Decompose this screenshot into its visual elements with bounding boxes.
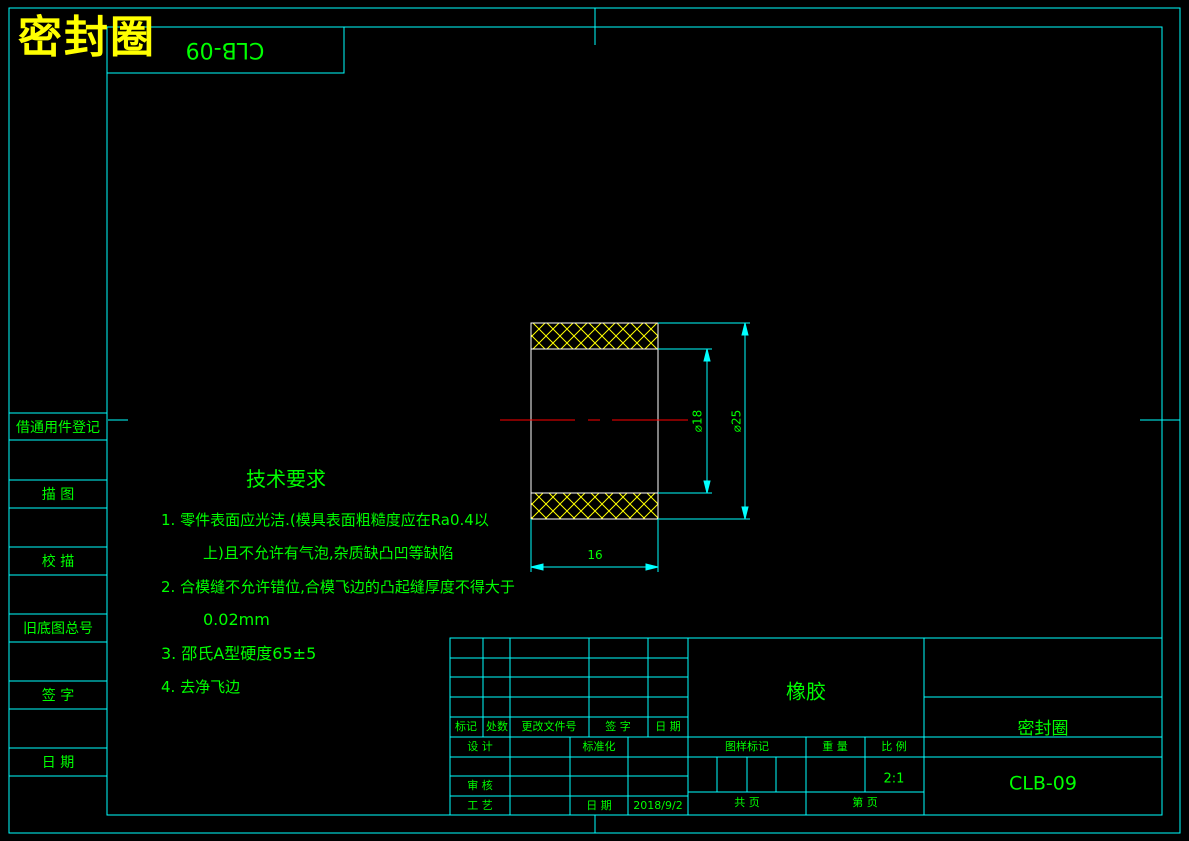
label-standardization: 标准化 xyxy=(583,739,616,753)
tech-line-2: 上)且不允许有气泡,杂质缺凸凹等缺陷 xyxy=(203,544,454,562)
tech-line-5: 3. 邵氏A型硬度65±5 xyxy=(161,644,316,663)
label-scale: 比 例 xyxy=(881,739,907,753)
dim-outer-diameter: ⌀25 xyxy=(730,410,744,433)
rotated-drawing-number: CLB-09 xyxy=(186,37,265,62)
rev-header-count: 处数 xyxy=(486,720,508,733)
section-bottom-hatch xyxy=(530,492,659,520)
rev-header-mark: 标记 xyxy=(455,719,477,733)
tech-line-3: 2. 合模缝不允许错位,合模飞边的凸起缝厚度不得大于 xyxy=(161,578,515,596)
label-date: 日 期 xyxy=(586,799,612,812)
drawing-number: CLB-09 xyxy=(1009,773,1077,795)
date-value: 2018/9/2 xyxy=(633,799,682,812)
tech-requirements-title: 技术要求 xyxy=(246,467,326,491)
tech-requirements: 技术要求 1. 零件表面应光洁.(模具表面粗糙度应在Ra0.4以 上)且不允许有… xyxy=(161,467,515,696)
label-page-no: 第 页 xyxy=(852,795,878,809)
tech-line-4: 0.02mm xyxy=(203,610,270,629)
label-design: 设 计 xyxy=(467,740,493,753)
dim-inner-diameter: ⌀18 xyxy=(691,410,705,433)
title-block: 标记 处数 更改文件号 签 字 日 期 设 计 标准化 审 核 工 艺 日 期 … xyxy=(449,637,1163,816)
rev-header-doc: 更改文件号 xyxy=(522,719,577,733)
label-review: 审 核 xyxy=(467,778,493,792)
side-column: 借通用件登记 描 图 校 描 旧底图总号 签 字 日 期 xyxy=(9,412,107,777)
label-process: 工 艺 xyxy=(467,799,493,812)
dimensions xyxy=(530,322,750,572)
overlay-title: 密封圈 xyxy=(18,12,156,63)
tech-line-6: 4. 去净飞边 xyxy=(161,678,240,696)
rev-header-sign: 签 字 xyxy=(605,719,631,733)
side-label-check-trace: 校 描 xyxy=(42,553,74,570)
part-section-view xyxy=(500,322,688,520)
dim-length: 16 xyxy=(587,548,602,562)
section-top-hatch xyxy=(530,322,659,350)
rotated-number-box: CLB-09 xyxy=(106,26,345,74)
material-label: 橡胶 xyxy=(786,680,826,704)
label-total-pages: 共 页 xyxy=(734,796,760,809)
label-weight: 重 量 xyxy=(822,739,848,753)
side-label-borrow: 借通用件登记 xyxy=(16,420,100,436)
part-name: 密封圈 xyxy=(1018,719,1069,739)
side-label-date: 日 期 xyxy=(42,755,74,771)
side-label-trace: 描 图 xyxy=(42,487,74,503)
scale-value: 2:1 xyxy=(884,772,905,787)
tech-line-1: 1. 零件表面应光洁.(模具表面粗糙度应在Ra0.4以 xyxy=(161,511,489,529)
side-label-sign: 签 字 xyxy=(42,687,74,704)
label-stage-mark: 图样标记 xyxy=(725,739,769,753)
rev-header-date: 日 期 xyxy=(655,720,681,733)
side-label-old-number: 旧底图总号 xyxy=(23,621,93,637)
